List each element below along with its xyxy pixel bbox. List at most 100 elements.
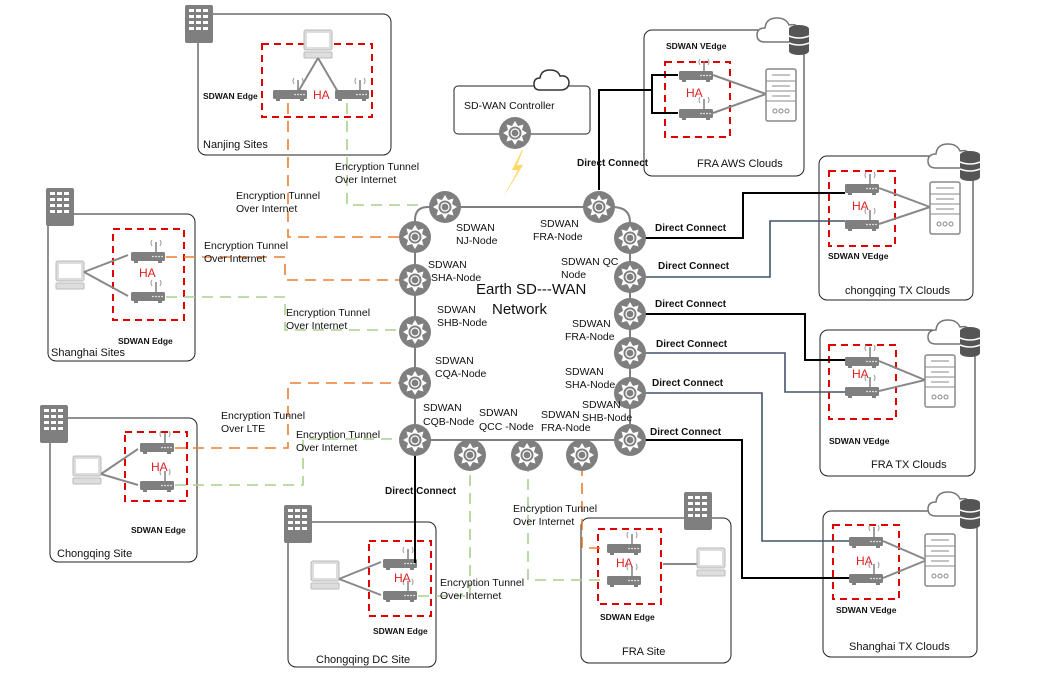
node-icon[interactable] (398, 366, 432, 400)
computer-icon (303, 29, 333, 59)
site-chongqing-dc: HA SDWAN Edge Chongqing DC Site (284, 505, 437, 668)
site-name: Chongqing DC Site (316, 654, 410, 666)
edge-label: SDWAN Edge (118, 336, 173, 346)
tunnel-line (581, 468, 600, 549)
direct-connect-line (630, 192, 845, 239)
cloud-fra-tx: HA SDWAN VEdge FRA TX Clouds (819, 319, 981, 477)
controller-node-icon (498, 116, 532, 150)
edge-label: SDWAN Edge (373, 626, 428, 636)
node-icon[interactable] (613, 423, 647, 457)
cloud-fra-aws: HA SDWAN VEdge FRA AWS Clouds (643, 17, 810, 177)
ha-label: HA (856, 554, 873, 568)
ha-group-box (368, 540, 432, 617)
node-icon[interactable] (613, 336, 647, 370)
direct-connect-line (630, 392, 849, 542)
edge-label: SDWAN Edge (131, 525, 186, 535)
node-icon[interactable] (613, 221, 647, 255)
direct-connect-label: Direct Connect (658, 261, 730, 272)
direct-connect-label: Direct Connect (655, 223, 727, 234)
server-icon (924, 533, 956, 587)
tunnel-line (175, 382, 400, 449)
node-icon[interactable] (613, 260, 647, 294)
tunnel-line (175, 438, 400, 486)
tunnels (166, 103, 600, 597)
tunnel-line (166, 296, 400, 331)
ha-group-box (112, 228, 185, 321)
direct-connect-labels: Direct Connect Direct Connect Direct Con… (385, 158, 730, 497)
direct-connect-line (630, 220, 845, 278)
node-icon[interactable] (453, 438, 487, 472)
node-icon[interactable] (398, 220, 432, 254)
node-icon[interactable] (398, 263, 432, 297)
ha-label: HA (151, 460, 168, 474)
direct-connect-label: Direct Connect (650, 427, 722, 438)
server-icon (765, 68, 797, 122)
tunnel-line (166, 256, 400, 281)
cloud-frame (643, 29, 805, 177)
site-fra: HA SDWAN Edge FRA Site (580, 492, 732, 664)
ha-label: HA (852, 367, 869, 381)
cloud-icon (533, 69, 570, 91)
node-icon[interactable] (582, 190, 616, 224)
node-icon[interactable] (398, 315, 432, 349)
ha-group-box (832, 524, 900, 600)
computer-icon (55, 260, 85, 290)
ha-group-box (828, 170, 896, 247)
server-icon (929, 181, 961, 235)
site-shanghai: HA SDWAN Edge Shanghai Sites (46, 188, 196, 362)
computer-icon (696, 547, 726, 577)
node-icon[interactable] (613, 297, 647, 331)
ha-group-box (124, 431, 188, 502)
cloud-name: Shanghai TX Clouds (849, 641, 950, 653)
site-name: Nanjing Sites (203, 139, 268, 151)
edge-label: SDWAN VEdge (828, 251, 889, 261)
edge-label: SDWAN VEdge (666, 41, 727, 51)
sd-wan-controller: SD-WAN Controller (453, 69, 591, 198)
direct-connect-label: Direct Connect (385, 486, 457, 497)
node-icon[interactable] (510, 438, 544, 472)
computer-icon (310, 560, 340, 590)
lightning-icon (503, 150, 523, 198)
ha-label: HA (394, 571, 411, 585)
site-shanghai-frame (47, 213, 196, 362)
edge-label: SDWAN Edge (203, 91, 258, 101)
node-icon[interactable] (398, 423, 432, 457)
cloud-shanghai-tx: HA SDWAN VEdge Shanghai TX Clouds (822, 491, 981, 658)
building-icon (284, 505, 312, 543)
controller-label: SD-WAN Controller (464, 100, 555, 112)
computer-icon (72, 455, 102, 485)
site-nanjing: HA SDWAN Edge Nanjing Sites (185, 5, 392, 156)
building-icon (185, 5, 213, 43)
ha-group-box (828, 344, 897, 420)
site-chongqing-dc-frame (287, 521, 437, 668)
node-icon[interactable] (428, 190, 462, 224)
cloud-name: FRA TX Clouds (871, 459, 947, 471)
ha-label: HA (852, 199, 869, 213)
building-icon (46, 188, 74, 226)
direct-connect-line (598, 74, 678, 190)
direct-connect-line (630, 439, 849, 579)
ha-label: HA (139, 266, 156, 280)
direct-connect-line (630, 352, 845, 393)
ha-label: HA (313, 88, 330, 102)
node-icon[interactable] (565, 438, 599, 472)
